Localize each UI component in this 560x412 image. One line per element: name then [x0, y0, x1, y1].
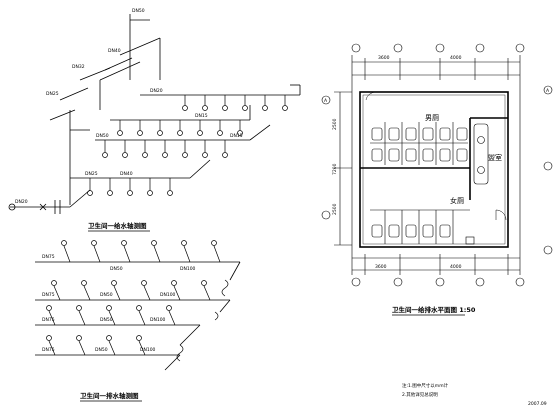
drain-label-12: DN100 [140, 347, 156, 353]
room-label-women: 女厕 [450, 196, 464, 205]
footer-date: 2007.09 [528, 401, 547, 407]
supply-label-4: DN25 [46, 91, 59, 97]
dim-side-2: 7200 [332, 163, 338, 175]
supply-label-6: DN15 [195, 113, 208, 119]
plan-doors [365, 91, 507, 221]
plan-dimension-text: 3600 4000 3600 4000 2500 7200 2500 [332, 55, 462, 270]
dim-side-1: 2500 [332, 118, 338, 130]
supply-label-2: DN40 [108, 48, 121, 54]
supply-label-8: DN40 [120, 171, 133, 177]
drain-isometric-title: 卫生间一排水轴测图 [80, 391, 139, 400]
supply-label-1: DN50 [132, 8, 145, 14]
supply-label-5: DN20 [150, 88, 163, 94]
women-stalls [370, 209, 475, 245]
drain-label-7: DN75 [42, 317, 55, 323]
dim-side-3: 2500 [332, 203, 338, 215]
drain-label-1: DN75 [42, 254, 55, 260]
supply-pipe-labels: DN50 DN40 DN32 DN25 DN20 DN15 DN50 DN40 … [15, 8, 243, 205]
drain-label-9: DN100 [150, 317, 166, 323]
plan-dimension-lines [334, 55, 521, 275]
supply-label-11: DN15 [230, 133, 243, 139]
footer-note-2: 2.其他详见总说明 [402, 391, 438, 398]
inner-wall-line [362, 94, 506, 245]
drain-fixtures [46, 240, 229, 362]
plan-walls [359, 91, 509, 248]
supply-label-9: DN25 [85, 171, 98, 177]
drain-pipe-labels: DN75 DN50 DN100 DN75 DN50 DN100 DN75 DN5… [42, 254, 196, 353]
drain-label-8: DN50 [100, 317, 113, 323]
wash-basins [473, 123, 489, 185]
room-label-men: 男厕 [425, 114, 439, 122]
dim-bottom-2: 4000 [450, 264, 462, 270]
drain-label-6: DN100 [160, 292, 176, 298]
supply-isometric-title: 卫生间一给水轴测图 [88, 221, 147, 230]
room-label-wash: 盥室 [488, 153, 502, 162]
axis-bubbles [321, 43, 553, 287]
drain-label-10: DN75 [42, 347, 55, 353]
plan-title: 卫生间一给排水平面图 1:50 [392, 305, 476, 314]
drain-label-4: DN75 [42, 292, 55, 298]
dim-top-1: 3600 [378, 55, 390, 61]
drain-label-2: DN50 [110, 266, 123, 272]
drain-isometric [35, 261, 241, 371]
supply-label-3: DN32 [72, 64, 85, 70]
drain-label-5: DN50 [100, 292, 113, 298]
footer-note-1: 注:1.图中尺寸以mm计 [402, 382, 449, 389]
dim-top-2: 4000 [450, 55, 462, 61]
supply-fixtures [87, 95, 288, 196]
supply-isometric [8, 14, 301, 214]
supply-label-7: DN50 [96, 133, 109, 139]
drain-label-11: DN50 [95, 347, 108, 353]
supply-label-10: DN20 [15, 199, 28, 205]
axis-label-right: A [546, 88, 550, 94]
dim-bottom-1: 3600 [375, 264, 387, 270]
drain-label-3: DN100 [180, 266, 196, 272]
men-stalls [370, 122, 468, 165]
axis-label-left: A [324, 98, 328, 104]
